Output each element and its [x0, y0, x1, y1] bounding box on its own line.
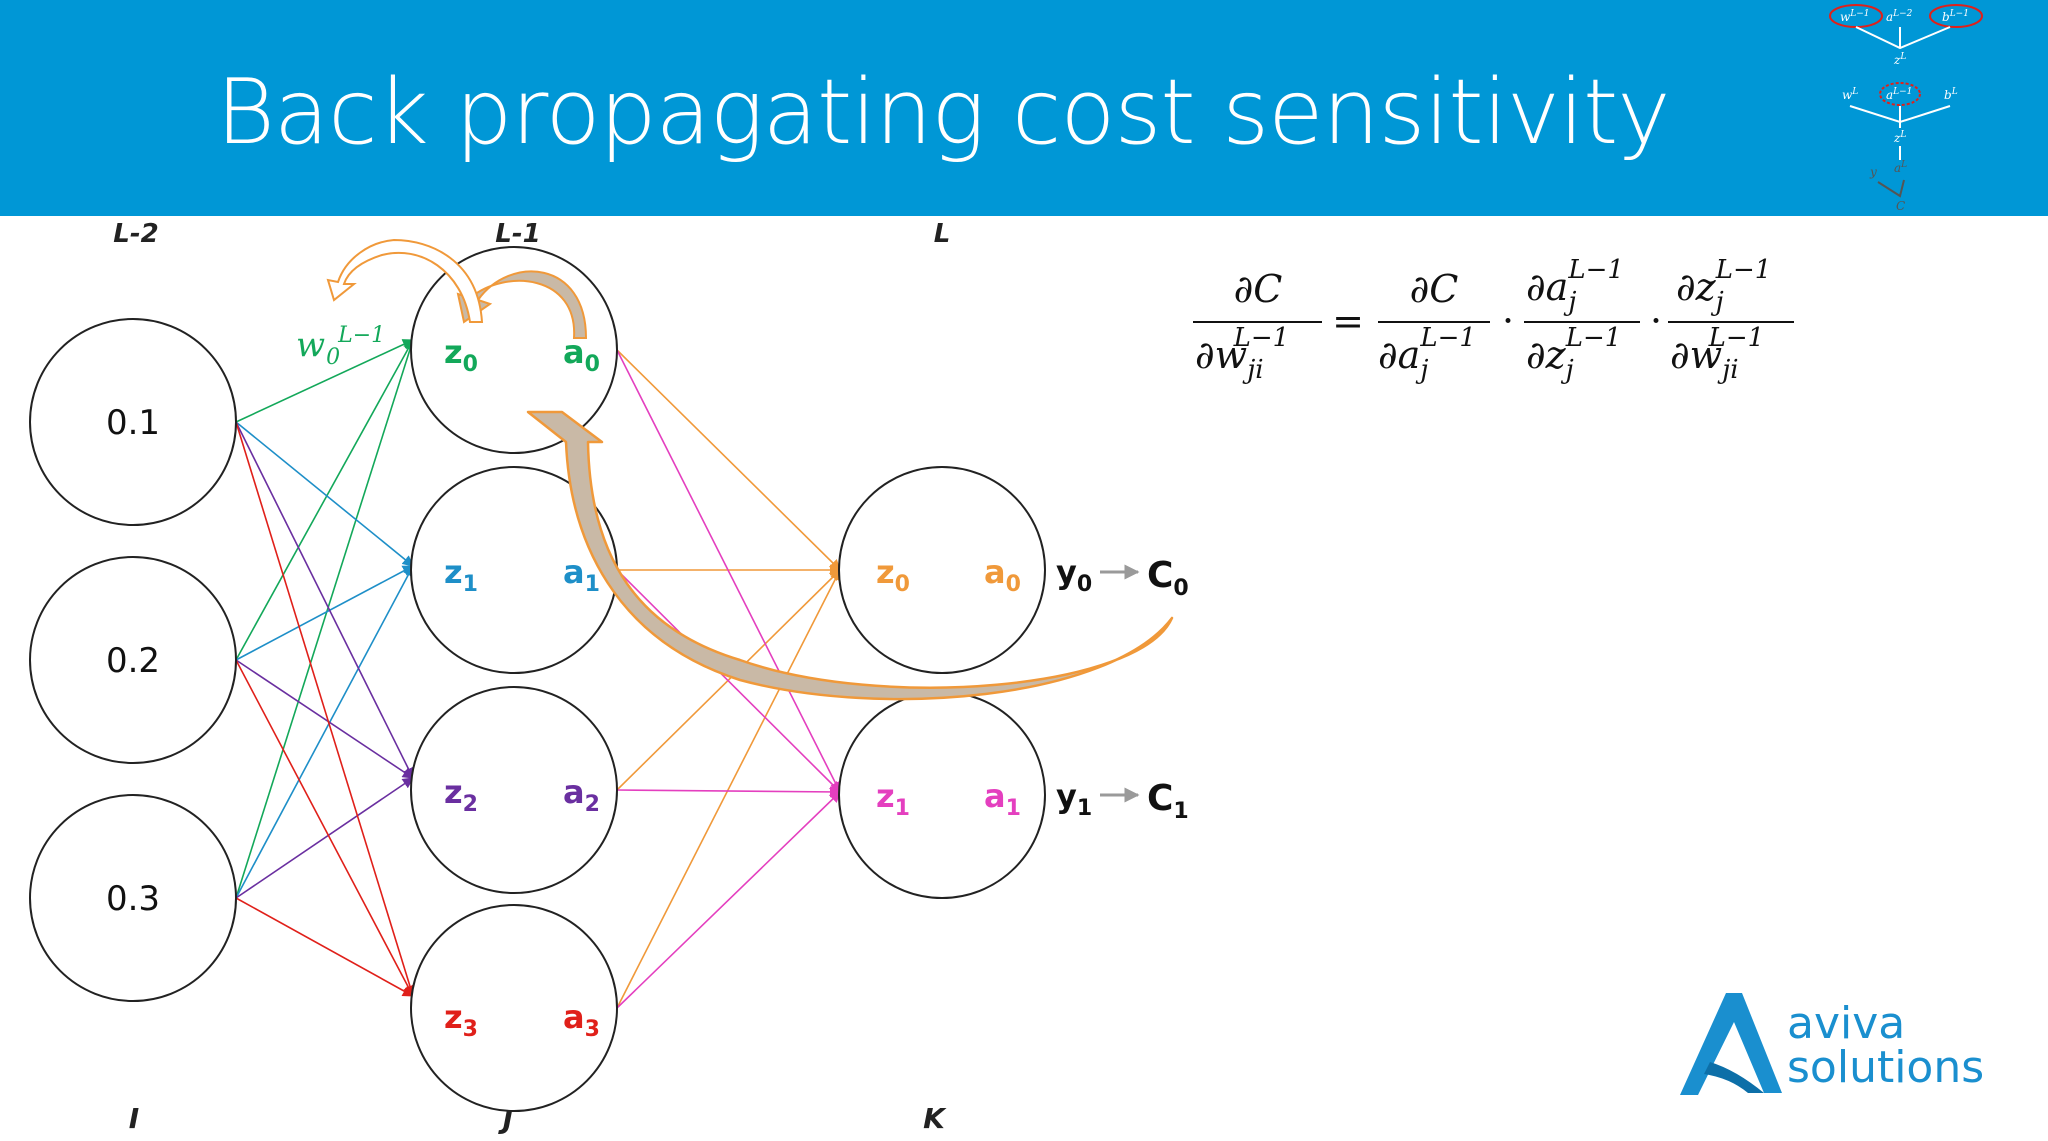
hidden-output-connections — [616, 349, 842, 1009]
logo-a-swoosh — [1704, 1062, 1764, 1093]
chain-rule-formula: ∂C ∂wjiL−1 = ∂C ∂ajL−1 · ∂ajL−1 ∂zjL−1 ·… — [1193, 255, 1794, 385]
edge-i1-h1 — [235, 565, 414, 661]
title-bar: Back propagating cost sensitivity — [0, 0, 2048, 216]
target-label: y1 — [1056, 777, 1092, 821]
edge-i2-h1 — [235, 565, 414, 899]
formula-lhs-denominator: ∂wjiL−1 — [1195, 323, 1289, 385]
target-label: y0 — [1056, 553, 1092, 597]
mini-label: aL−2 — [1886, 9, 1913, 24]
edge-h0-o0 — [616, 349, 841, 571]
mini-label: wL−1 — [1840, 9, 1870, 24]
mini-label: bL — [1944, 87, 1958, 102]
mini-dependency-diagram: wL−1 aL−2 bL−1 zL wL aL−1 bL zL y aL C — [1829, 4, 1983, 213]
output-z-label: z0 — [876, 553, 910, 597]
slide-title: Back propagating cost sensitivity — [216, 60, 1671, 165]
hidden-z-label: z3 — [444, 998, 478, 1042]
mini-label: C — [1896, 199, 1905, 213]
formula-dot: · — [1502, 299, 1514, 343]
layer-label-l: L — [934, 219, 951, 249]
hidden-a-label: a3 — [563, 998, 600, 1042]
backprop-arrow-z0-to-weight — [326, 238, 484, 323]
formula-lhs-numerator: ∂C — [1234, 267, 1283, 311]
backprop-arrow-a0-to-z0 — [456, 270, 588, 339]
edge-i2-h0 — [235, 338, 416, 899]
mini-label: y — [1869, 165, 1877, 179]
formula-equals: = — [1332, 299, 1364, 343]
output-node — [838, 466, 1046, 674]
input-layer: 0.1 0.2 0.3 — [29, 318, 237, 1002]
index-label-k: K — [923, 1102, 947, 1135]
logo-a-shape — [1680, 993, 1782, 1095]
mini-label: zL — [1893, 130, 1906, 145]
formula-term3-numerator: ∂zjL−1 — [1676, 255, 1771, 317]
output-layer: z0 a0 z1 a1 y0 C0 y1 C1 — [838, 466, 1189, 899]
edge-h2-o1 — [616, 786, 842, 798]
mini-label: aL−1 — [1886, 87, 1912, 102]
output-z-label: z1 — [876, 777, 910, 821]
edge-i0-h2 — [235, 421, 414, 780]
mini-label: wL — [1842, 87, 1858, 102]
input-hidden-connections — [235, 338, 416, 998]
hidden-node — [410, 686, 618, 894]
mini-label: zL — [1893, 52, 1906, 67]
logo-line-2: solutions — [1787, 1042, 1985, 1093]
hidden-a-label: a1 — [563, 553, 600, 597]
formula-term3-denominator: ∂wjiL−1 — [1670, 323, 1764, 385]
formula-term2-numerator: ∂ajL−1 — [1526, 255, 1624, 317]
input-node — [29, 318, 237, 526]
logo-text: aviva solutions — [1787, 1002, 1984, 1090]
cost-label: C1 — [1147, 778, 1189, 824]
edge-h0-o1 — [616, 349, 841, 793]
logo-line-1: aviva — [1787, 998, 1906, 1049]
hidden-z-label: z0 — [444, 333, 478, 377]
mini-highlight-ellipse — [1929, 4, 1983, 28]
hidden-node — [410, 904, 618, 1112]
mini-connector — [1877, 179, 1905, 198]
hidden-z-label: z2 — [444, 773, 478, 817]
formula-term1-numerator: ∂C — [1410, 267, 1459, 311]
hidden-layer: z0 a0 z1 a1 z2 a2 z3 a3 — [410, 246, 618, 1112]
edge-h1-o1 — [616, 569, 841, 793]
edge-i1-h3 — [235, 659, 414, 997]
layer-label-l-minus-1: L-1 — [495, 219, 540, 249]
mini-highlight-ellipse-dashed — [1879, 82, 1921, 106]
edge-i1-h0 — [235, 339, 414, 661]
backprop-arrow-large — [526, 410, 1174, 701]
hidden-a-label: a0 — [563, 333, 600, 377]
output-a-label: a1 — [984, 777, 1021, 821]
formula-dot: · — [1650, 299, 1662, 343]
aviva-logo-mark — [1680, 993, 1782, 1095]
mini-connector — [1855, 26, 1951, 50]
input-node — [29, 556, 237, 764]
output-node — [838, 691, 1046, 899]
edge-i0-h3 — [235, 421, 416, 998]
weight-label: w0L−1 — [296, 323, 385, 370]
layer-label-l-minus-2: L-2 — [113, 219, 158, 249]
input-value: 0.2 — [106, 641, 160, 681]
mini-label: bL−1 — [1942, 9, 1969, 24]
hidden-z-label: z1 — [444, 553, 478, 597]
cost-label: C0 — [1147, 555, 1189, 601]
mini-label: aL — [1894, 160, 1907, 175]
formula-term1-denominator: ∂ajL−1 — [1378, 323, 1476, 385]
edge-i2-h3 — [235, 897, 414, 997]
formula-term2-denominator: ∂zjL−1 — [1526, 323, 1621, 385]
edge-i2-h2 — [235, 777, 414, 899]
edge-i1-h2 — [235, 659, 414, 779]
edge-h3-o0 — [616, 569, 841, 1009]
edge-h3-o1 — [616, 791, 841, 1009]
input-value: 0.3 — [106, 879, 160, 919]
hidden-a-label: a2 — [563, 773, 600, 817]
output-a-label: a0 — [984, 553, 1021, 597]
input-value: 0.1 — [106, 403, 160, 443]
input-node — [29, 794, 237, 1002]
index-label-i: I — [129, 1102, 139, 1135]
edge-i0-h1 — [235, 421, 414, 567]
edge-i0-h0 — [235, 339, 415, 423]
